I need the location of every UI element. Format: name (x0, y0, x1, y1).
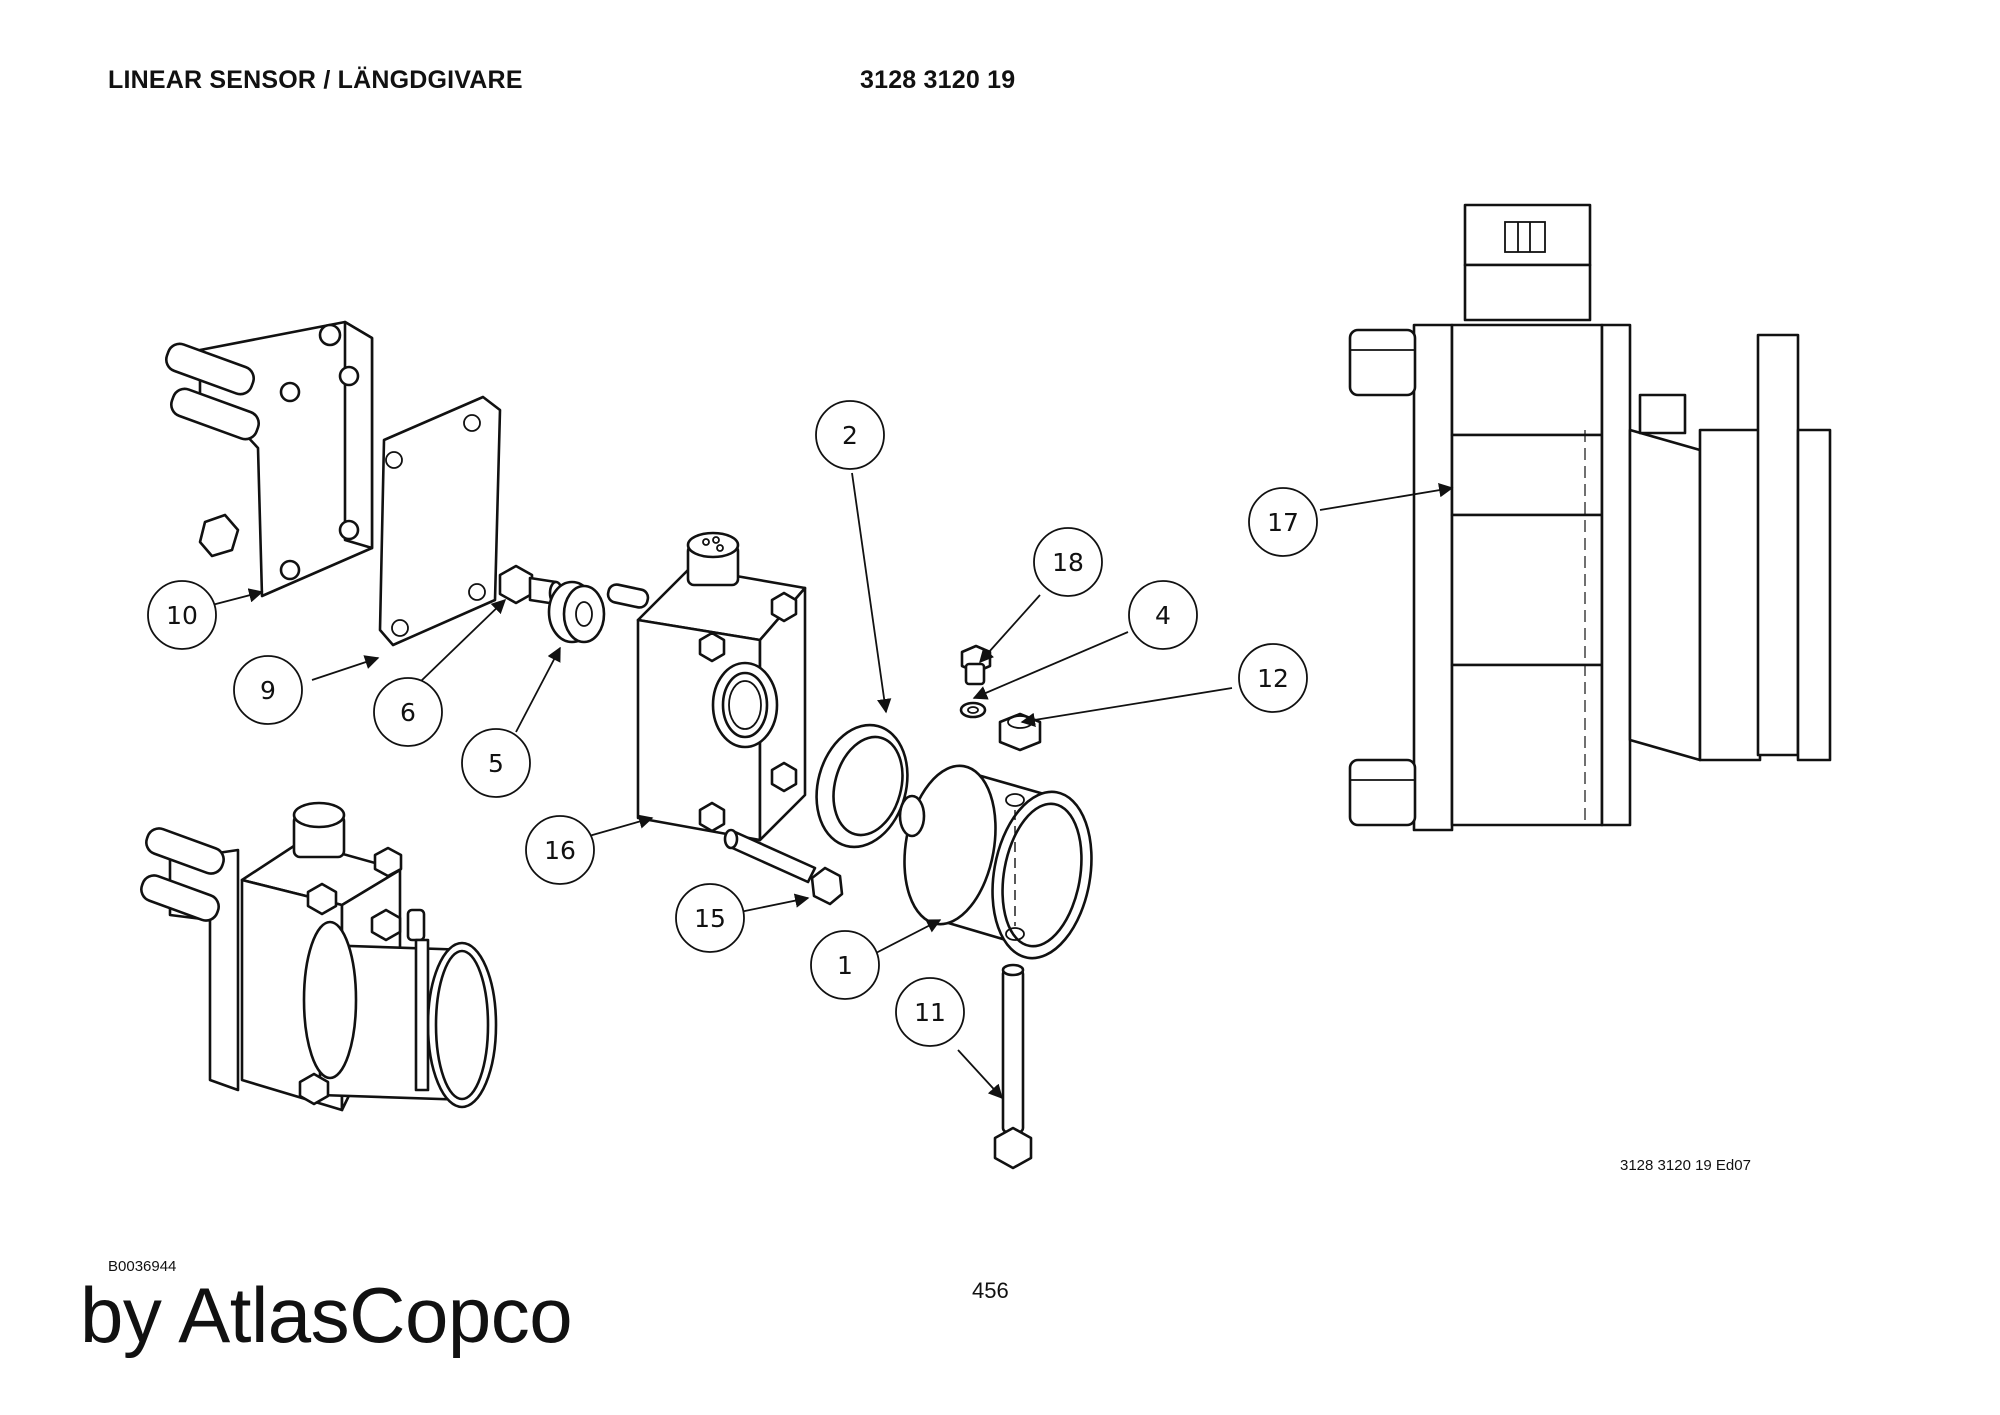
bracket-part (165, 320, 374, 598)
svg-text:6: 6 (400, 698, 416, 727)
svg-text:15: 15 (694, 904, 726, 933)
callout-2: 2 (815, 400, 885, 470)
svg-text:16: 16 (544, 836, 576, 865)
svg-text:1: 1 (837, 951, 853, 980)
gasket-plate-part (378, 395, 502, 647)
assembled-sensor-view (140, 801, 498, 1112)
callout-10: 10 (147, 580, 217, 650)
callout-15: 15 (675, 883, 745, 953)
page-title: LINEAR SENSOR / LÄNGDGIVARE (108, 66, 523, 94)
page-number: 456 (972, 1278, 1009, 1303)
leader-lines (211, 472, 1454, 1100)
sensor-housing-part (606, 531, 807, 842)
part-number: 3128 3120 19 (860, 66, 1016, 94)
brand-watermark: by AtlasCopco (80, 1271, 573, 1359)
callout-1: 1 (810, 930, 880, 1000)
svg-text:18: 18 (1052, 548, 1084, 577)
bolt-part-15 (723, 828, 844, 906)
callout-6: 6 (373, 677, 443, 747)
svg-text:10: 10 (166, 601, 198, 630)
callout-18: 18 (1033, 527, 1103, 597)
screw-part-18 (960, 644, 992, 686)
svg-text:2: 2 (842, 421, 858, 450)
callout-11: 11 (895, 977, 965, 1047)
callout-17: 17 (1248, 487, 1318, 557)
long-bolt-part (993, 963, 1033, 1170)
svg-text:17: 17 (1267, 508, 1299, 537)
svg-text:5: 5 (488, 749, 504, 778)
o-ring-part (815, 723, 909, 849)
callout-9: 9 (233, 655, 303, 725)
svg-text:11: 11 (914, 998, 946, 1027)
callout-16: 16 (525, 815, 595, 885)
drawing-reference: 3128 3120 19 Ed07 (1620, 1157, 1751, 1174)
callout-12: 12 (1238, 643, 1308, 713)
svg-text:12: 12 (1257, 664, 1289, 693)
callout-4: 4 (1128, 580, 1198, 650)
callout-5: 5 (461, 728, 531, 798)
washer-part-4 (959, 701, 987, 719)
cross-section-view (1348, 203, 1832, 832)
washer-part-5 (547, 580, 606, 644)
document-id: B0036944 (108, 1258, 177, 1275)
svg-text:4: 4 (1155, 601, 1171, 630)
svg-text:9: 9 (260, 676, 276, 705)
collar-part (898, 764, 1093, 960)
